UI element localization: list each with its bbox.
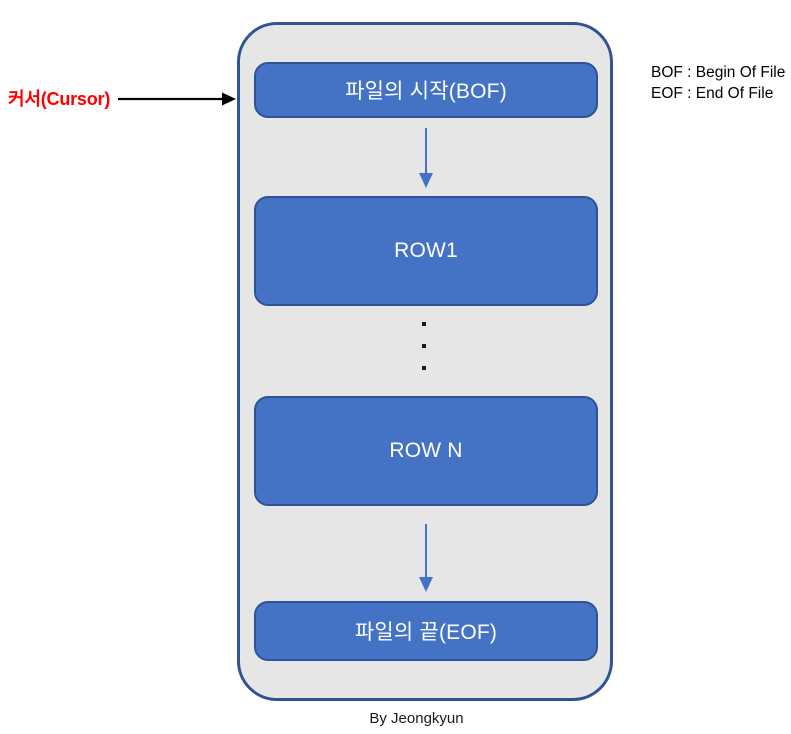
box-bof-label: 파일의 시작(BOF) — [345, 80, 507, 103]
vertical-ellipsis-icon — [418, 322, 434, 374]
cursor-pointer-arrow-icon — [118, 92, 236, 106]
box-row-n-label: ROW N — [389, 439, 463, 462]
ellipsis-dot — [422, 322, 426, 326]
caption: By Jeongkyun — [0, 710, 791, 727]
legend-line-bof: BOF : Begin Of File — [651, 64, 786, 81]
legend: BOF : Begin Of File EOF : End Of File — [651, 62, 785, 104]
arrow-rown-to-eof-icon — [419, 524, 433, 592]
arrow-bof-to-row1-icon — [419, 128, 433, 188]
cursor-label: 커서(Cursor) — [8, 89, 111, 109]
legend-line-eof: EOF : End Of File — [651, 85, 774, 102]
ellipsis-dot — [422, 344, 426, 348]
caption-text: By Jeongkyun — [369, 710, 464, 727]
box-bof[interactable]: 파일의 시작(BOF) — [254, 62, 598, 118]
box-row-n[interactable]: ROW N — [254, 396, 598, 506]
box-eof-label: 파일의 끝(EOF) — [354, 621, 498, 644]
ellipsis-dot — [422, 366, 426, 370]
box-row1-label: ROW1 — [394, 239, 458, 262]
box-row1[interactable]: ROW1 — [254, 196, 598, 306]
box-eof[interactable]: 파일의 끝(EOF) — [254, 601, 598, 661]
